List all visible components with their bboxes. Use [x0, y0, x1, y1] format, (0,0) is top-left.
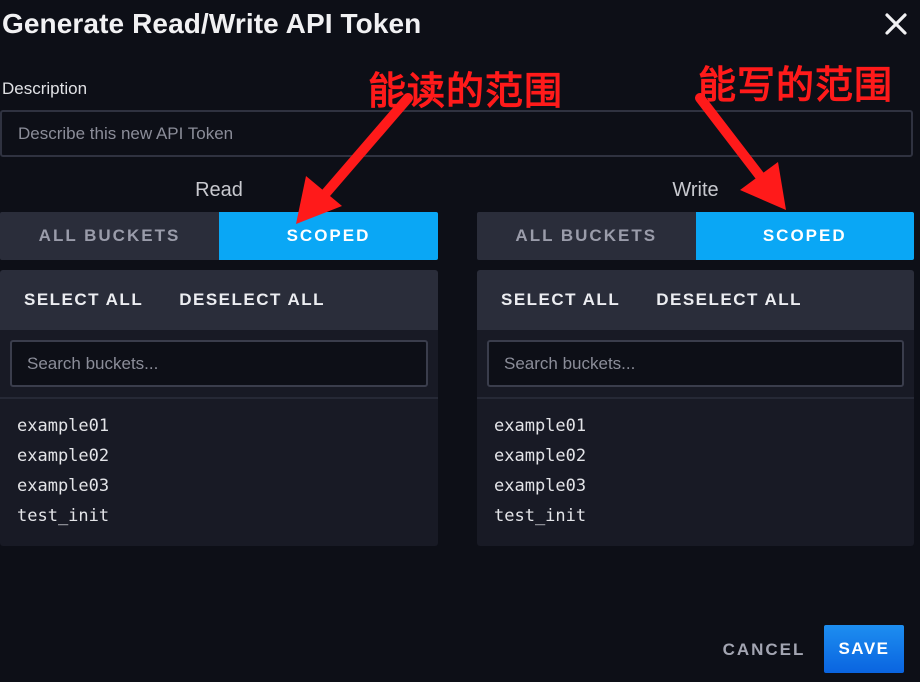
- read-bucket-item[interactable]: example02: [17, 446, 110, 466]
- read-scoped-option[interactable]: SCOPED: [219, 212, 438, 260]
- write-panel-header: SELECT ALL DESELECT ALL: [477, 270, 914, 330]
- read-title: Read: [195, 179, 243, 201]
- read-all-buckets-option[interactable]: ALL BUCKETS: [0, 212, 219, 260]
- read-permissions-column: Read ALL BUCKETS SCOPED SELECT ALL DESEL…: [0, 175, 438, 546]
- read-annotation-arrow-icon: [296, 93, 413, 224]
- read-search-container: [0, 330, 438, 399]
- read-bucket-item[interactable]: example03: [17, 476, 110, 496]
- description-input[interactable]: [0, 110, 913, 157]
- write-scope-toggle: ALL BUCKETS SCOPED: [477, 212, 914, 260]
- write-select-all-button[interactable]: SELECT ALL: [501, 290, 621, 309]
- read-bucket-panel: SELECT ALL DESELECT ALL example01 exampl…: [0, 270, 438, 546]
- write-search-container: [477, 330, 914, 399]
- description-label: Description: [2, 79, 88, 98]
- read-bucket-list: example01 example02 example03 test_init: [0, 399, 438, 543]
- write-deselect-all-button[interactable]: DESELECT ALL: [656, 290, 803, 309]
- write-scope-annotation: 能写的范围: [698, 63, 894, 107]
- read-deselect-all-button[interactable]: DESELECT ALL: [179, 290, 326, 309]
- cancel-button[interactable]: CANCEL: [722, 640, 806, 659]
- write-annotation-arrow-icon: [695, 93, 786, 210]
- write-all-buckets-option[interactable]: ALL BUCKETS: [477, 212, 696, 260]
- write-bucket-search-input[interactable]: [487, 340, 904, 387]
- write-bucket-list: example01 example02 example03 test_init: [477, 399, 914, 543]
- read-bucket-item[interactable]: test_init: [17, 506, 110, 526]
- read-select-all-button[interactable]: SELECT ALL: [24, 290, 144, 309]
- write-bucket-item[interactable]: test_init: [494, 506, 587, 526]
- read-bucket-search-input[interactable]: [10, 340, 428, 387]
- write-bucket-item[interactable]: example02: [494, 446, 587, 466]
- write-permissions-column: Write ALL BUCKETS SCOPED SELECT ALL DESE…: [477, 175, 914, 546]
- read-scope-toggle: ALL BUCKETS SCOPED: [0, 212, 438, 260]
- write-bucket-item[interactable]: example03: [494, 476, 587, 496]
- close-icon[interactable]: [882, 10, 910, 38]
- save-button[interactable]: SAVE: [824, 625, 904, 673]
- write-bucket-item[interactable]: example01: [494, 416, 587, 436]
- dialog-title: Generate Read/Write API Token: [2, 8, 422, 39]
- write-bucket-panel: SELECT ALL DESELECT ALL example01 exampl…: [477, 270, 914, 546]
- write-scoped-option[interactable]: SCOPED: [695, 212, 914, 260]
- read-bucket-item[interactable]: example01: [17, 416, 110, 436]
- read-panel-header: SELECT ALL DESELECT ALL: [0, 270, 438, 330]
- write-title: Write: [672, 179, 719, 201]
